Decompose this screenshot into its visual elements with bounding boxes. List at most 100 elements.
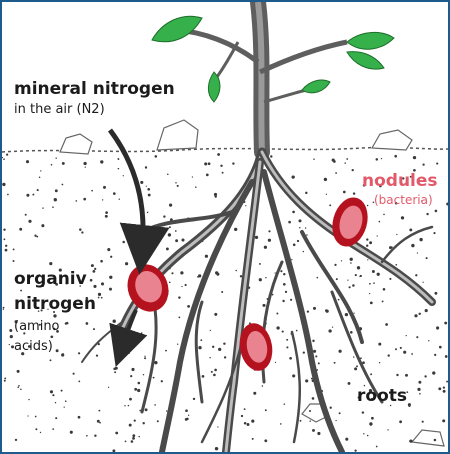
soil-dot (20, 389, 22, 391)
soil-dot (145, 166, 147, 168)
soil-dot (9, 344, 10, 345)
branch (264, 90, 307, 102)
soil-dot (367, 205, 369, 207)
soil-dot (232, 162, 234, 164)
soil-dot (144, 255, 146, 257)
soil-dot (56, 349, 59, 352)
soil-dot (131, 368, 134, 371)
soil-dot (129, 424, 132, 427)
soil-dot (50, 335, 53, 338)
soil-dot (400, 347, 402, 349)
roots-label: roots (357, 387, 407, 407)
soil-dot (40, 432, 41, 433)
soil-dot (26, 160, 29, 163)
soil-dot (107, 248, 110, 251)
soil-dot (209, 357, 210, 358)
soil-dot (332, 326, 333, 327)
soil-dot (411, 353, 413, 355)
soil-dot (109, 288, 112, 291)
soil-dot (312, 340, 314, 342)
soil-dot (419, 238, 422, 241)
soil-dot (98, 297, 100, 299)
soil-dot (166, 247, 169, 250)
soil-dot (349, 286, 351, 288)
soil-dot (362, 411, 364, 413)
soil-dot (259, 263, 261, 265)
soil-dot (180, 271, 183, 274)
soil-dot (81, 231, 83, 233)
soil-dot (65, 400, 67, 402)
soil-dot (391, 246, 393, 248)
soil-dot (55, 157, 56, 158)
soil-dot (264, 439, 267, 442)
soil-dot (418, 381, 421, 384)
soil-dot (265, 409, 267, 411)
soil-dot (28, 220, 31, 223)
soil-dot (198, 346, 201, 349)
soil-dot (91, 264, 94, 267)
soil-dot (363, 433, 364, 434)
soil-dot (313, 158, 315, 160)
leaf (152, 16, 202, 41)
soil-dot (218, 348, 221, 351)
soil-dot (144, 357, 146, 359)
soil-dot (282, 300, 284, 302)
soil-dot (315, 355, 317, 357)
soil-dot (169, 226, 171, 228)
soil-dot (317, 277, 319, 279)
soil-dot (41, 224, 44, 227)
soil-dot (411, 244, 414, 247)
soil-dot (293, 244, 296, 247)
soil-dot (291, 259, 292, 260)
soil-dot (345, 313, 348, 316)
nodules-label: nodules (362, 172, 438, 192)
soil-dot (296, 330, 298, 332)
soil-dot (379, 221, 381, 223)
soil-dot (244, 408, 246, 410)
branch (217, 42, 238, 77)
soil-dot (32, 194, 34, 196)
soil-dot (253, 392, 256, 395)
soil-dot (78, 416, 81, 419)
soil-dot (85, 166, 86, 167)
soil-dot (268, 239, 271, 242)
soil-dot (415, 274, 417, 276)
soil-dot (134, 419, 136, 421)
soil-dot (187, 305, 190, 308)
soil-dot (416, 336, 418, 338)
soil-dot (283, 283, 286, 286)
soil-dot (210, 330, 211, 331)
soil-dot (286, 346, 288, 348)
soil-dot (383, 288, 386, 291)
soil-dot (446, 381, 448, 383)
soil-dot (369, 293, 370, 294)
soil-dot (26, 194, 29, 197)
soil-dot (17, 386, 19, 388)
soil-dot (5, 249, 8, 252)
soil-dot (215, 195, 217, 197)
soil-dot (40, 170, 41, 171)
soil-dot (118, 168, 120, 170)
soil-dot (262, 385, 264, 387)
soil-dot (428, 340, 429, 341)
soil-dot (282, 331, 284, 333)
soil-dot (438, 387, 441, 390)
soil-dot (134, 388, 137, 391)
soil-dot (96, 355, 98, 357)
soil-dot (235, 270, 237, 272)
soil-dot (113, 320, 116, 323)
soil-dot (90, 279, 93, 282)
soil-dot (215, 271, 218, 274)
soil-dot (336, 278, 338, 280)
soil-dot (406, 335, 407, 336)
soil-dot (346, 158, 348, 160)
soil-dot (148, 194, 151, 197)
soil-dot (119, 199, 120, 200)
soil-dot (270, 155, 272, 157)
soil-dot (335, 172, 337, 174)
soil-dot (353, 356, 354, 357)
soil-dot (338, 299, 340, 301)
soil-dot (129, 353, 130, 354)
soil-dot (137, 389, 140, 392)
